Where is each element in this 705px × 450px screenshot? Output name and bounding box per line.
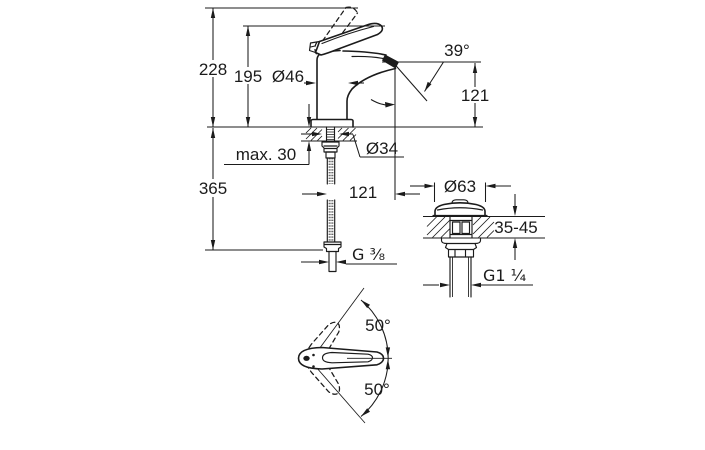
handle-logo-mark xyxy=(303,355,310,361)
dim-flange-diameter: Ø63 xyxy=(444,177,476,196)
dim-stream-angle: 39° xyxy=(444,41,470,60)
dim-handle-height: 195 xyxy=(234,67,262,86)
swivel-arc xyxy=(360,299,389,417)
dim-supply-length: 365 xyxy=(199,179,227,198)
lever-raised-dashed xyxy=(314,6,359,57)
handle-inner-contour xyxy=(321,351,374,364)
dim-waste-thread: G1 ¹⁄₄ xyxy=(483,266,526,285)
hose-connector xyxy=(323,241,342,273)
lever-tail xyxy=(308,40,321,54)
dim-counter-range: 35-45 xyxy=(494,218,537,237)
body-left-edge xyxy=(316,49,341,120)
handle-outline xyxy=(297,346,385,370)
front-view-dimensions: 228 195 Ø46 365 max. 30 Ø34 xyxy=(195,7,491,265)
swivel-line-down xyxy=(315,366,366,424)
supply-hose xyxy=(326,157,336,243)
spout-inner-line xyxy=(351,55,384,60)
stream-direction-line xyxy=(393,63,428,102)
spout-top-edge xyxy=(342,50,387,56)
threaded-shank xyxy=(321,126,340,159)
dim-body-diameter: Ø46 xyxy=(272,67,304,86)
dim-max-counter: max. 30 xyxy=(236,145,296,164)
front-view-faucet xyxy=(308,6,399,128)
waste-body xyxy=(449,215,473,239)
base-plate xyxy=(310,118,354,128)
dim-total-height: 228 xyxy=(199,60,227,79)
dim-swivel-down: 50° xyxy=(364,380,390,399)
dim-spout-reach: 121 xyxy=(349,183,377,202)
spout-underside xyxy=(346,67,397,120)
lever-handle xyxy=(314,22,384,56)
dim-swivel-up: 50° xyxy=(365,316,391,335)
swivel-line-up xyxy=(317,287,365,351)
waste-cap xyxy=(432,199,488,217)
waste-tailpipe xyxy=(440,237,482,298)
waste-counter-hatching xyxy=(426,216,495,238)
handle-top-view: 50° 50° xyxy=(297,287,392,424)
dim-spout-height: 121 xyxy=(461,86,489,105)
dim-hole-diameter: Ø34 xyxy=(366,139,398,158)
waste-valve-view: Ø63 35-45 G1 ¹⁄₄ xyxy=(410,177,545,298)
dim-supply-thread: G ³⁄₈ xyxy=(352,245,385,264)
lever-inner-line xyxy=(321,25,375,45)
